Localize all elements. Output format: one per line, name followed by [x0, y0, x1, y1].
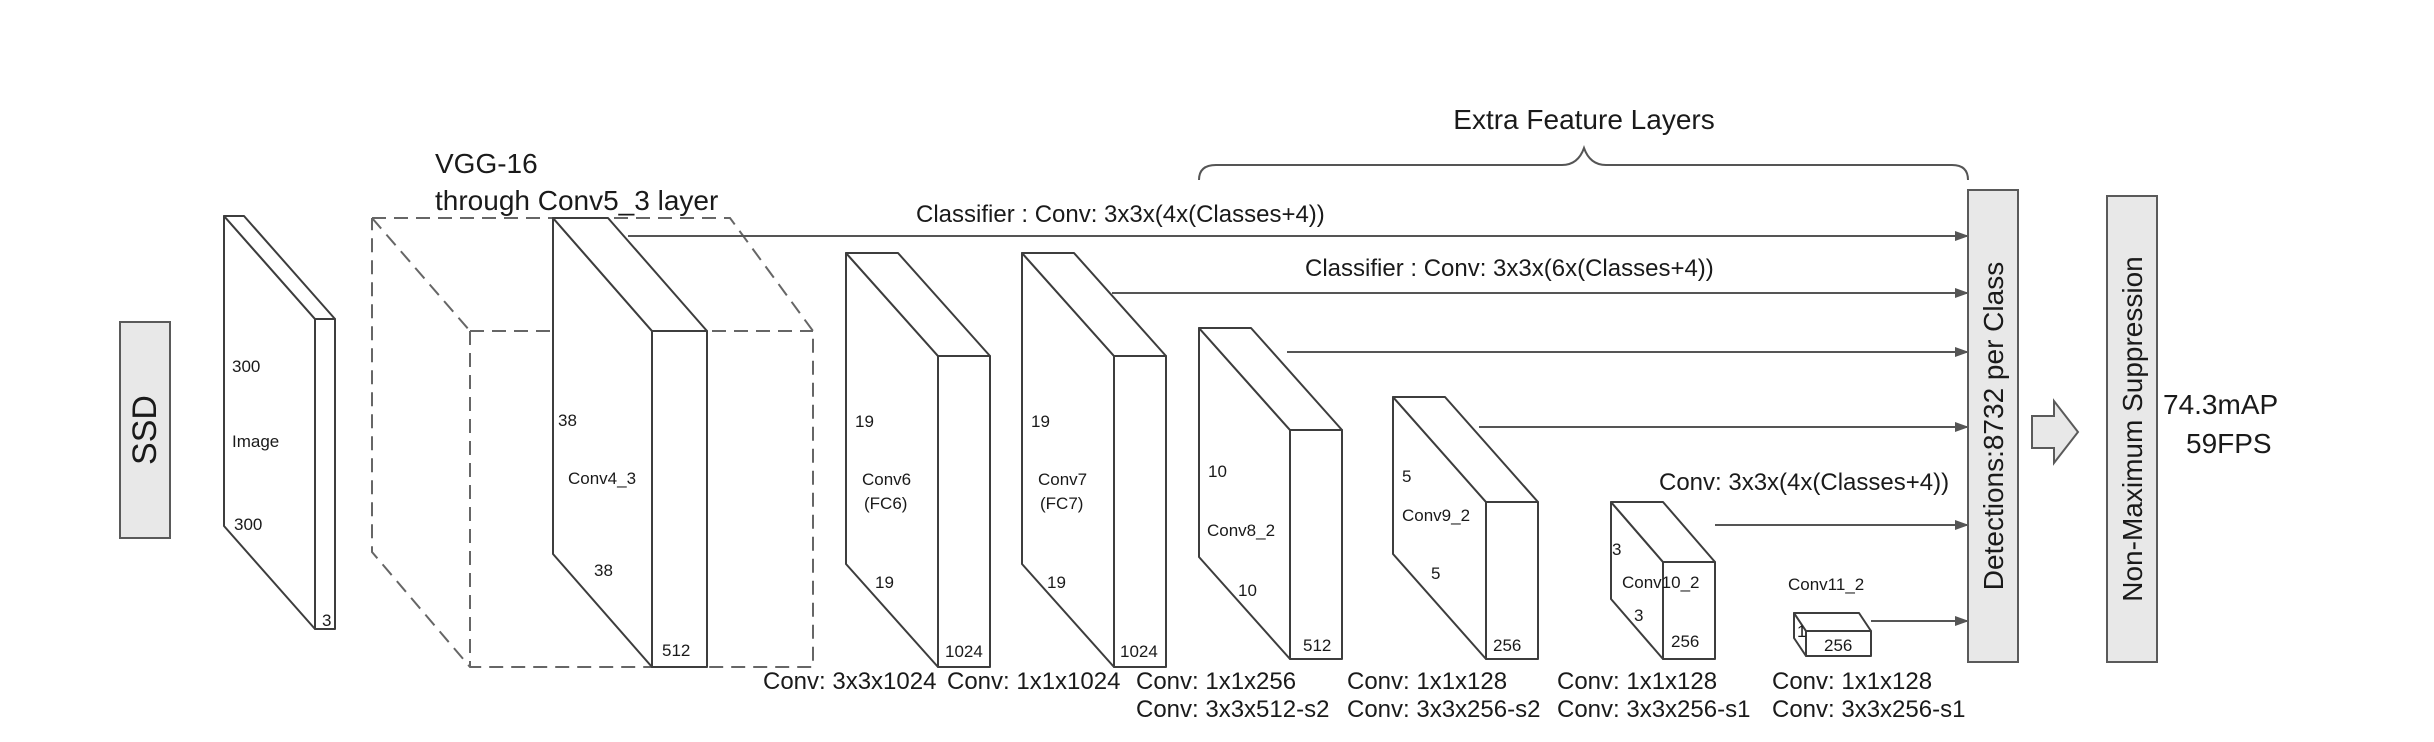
conv7-subname-label: (FC7) [1040, 494, 1083, 513]
extra-feature-layers-title: Extra Feature Layers [1453, 104, 1714, 135]
conv7-block: 19 Conv7 (FC7) 19 1024 [1021, 252, 1167, 668]
conv6-name-label: Conv6 [862, 470, 911, 489]
conv9-2-height-label: 5 [1402, 467, 1411, 486]
conv8-2-width-label: 10 [1238, 581, 1257, 600]
conv8-caption-line2: Conv: 3x3x512-s2 [1136, 696, 1329, 723]
extra-feature-brace [1198, 144, 1969, 181]
conv9-caption-line2: Conv: 3x3x256-s2 [1347, 696, 1540, 723]
conv8-2-channels-label: 512 [1303, 636, 1331, 655]
conv6-width-label: 19 [875, 573, 894, 592]
conv8-2-label: Conv8_2 [1207, 521, 1275, 540]
conv10-caption-line1: Conv: 1x1x128 [1557, 668, 1717, 695]
vgg-title-line2: through Conv5_3 layer [435, 185, 718, 216]
conv10-2-height-label: 3 [1612, 540, 1621, 559]
conv9-2-label: Conv9_2 [1402, 506, 1470, 525]
detections-label: Detections:8732 per Class [1978, 262, 2009, 590]
conv7-width-label: 19 [1047, 573, 1066, 592]
conv7-name-label: Conv7 [1038, 470, 1087, 489]
conv11-caption-line1: Conv: 1x1x128 [1772, 668, 1932, 695]
nms-box: Non-Maximum Suppression [2106, 195, 2158, 663]
classifier-label-1: Classifier : Conv: 3x3x(4x(Classes+4)) [916, 201, 1325, 228]
image-height-label: 300 [232, 357, 260, 376]
conv11-2-channels-label: 256 [1824, 636, 1852, 655]
conv4-3-channels-label: 512 [662, 641, 690, 660]
input-image-block: 300 Image 300 3 [223, 215, 336, 630]
classifier-arrows [628, 231, 1969, 626]
vgg16-dashed-block [371, 217, 814, 668]
conv10-caption-line2: Conv: 3x3x256-s1 [1557, 696, 1750, 723]
conv7-caption: Conv: 1x1x1024 [947, 668, 1120, 695]
conv11-2-label: Conv11_2 [1788, 575, 1864, 594]
block-arrow-right [2031, 398, 2080, 466]
conv6-caption: Conv: 3x3x1024 [763, 668, 936, 695]
ssd-label-box: SSD [119, 321, 171, 539]
conv9-2-channels-label: 256 [1493, 636, 1521, 655]
conv8-2-height-label: 10 [1208, 462, 1227, 481]
conv6-subname-label: (FC6) [864, 494, 907, 513]
conv4-3-height-label: 38 [558, 411, 577, 430]
conv9-caption-line1: Conv: 1x1x128 [1347, 668, 1507, 695]
conv9-2-width-label: 5 [1431, 564, 1440, 583]
conv11-2-height-label: 1 [1797, 622, 1806, 641]
conv10-2-channels-label: 256 [1671, 632, 1699, 651]
conv4-3-block: 38 Conv4_3 38 512 [552, 217, 708, 668]
conv10-2-label: Conv10_2 [1622, 573, 1700, 592]
conv7-height-label: 19 [1031, 412, 1050, 431]
conv4-3-label: Conv4_3 [568, 469, 636, 488]
vgg-title-line1: VGG-16 [435, 148, 538, 179]
conv6-height-label: 19 [855, 412, 874, 431]
image-label: Image [232, 432, 279, 451]
result-fps: 59FPS [2186, 428, 2272, 459]
conv6-block: 19 Conv6 (FC6) 19 1024 [845, 252, 991, 668]
conv9-2-block: 5 Conv9_2 5 256 [1392, 396, 1539, 660]
result-map: 74.3mAP [2163, 389, 2278, 420]
conv11-2-block: Conv11_2 1 256 [1788, 575, 1872, 657]
detections-box: Detections:8732 per Class [1967, 189, 2019, 663]
conv8-caption-line1: Conv: 1x1x256 [1136, 668, 1296, 695]
image-channels-label: 3 [322, 611, 331, 630]
conv6-channels-label: 1024 [945, 642, 983, 661]
ssd-label: SSD [126, 395, 164, 465]
conv7-channels-label: 1024 [1120, 642, 1158, 661]
conv11-caption-line2: Conv: 3x3x256-s1 [1772, 696, 1965, 723]
nms-label: Non-Maximum Suppression [2117, 256, 2148, 601]
classifier-label-2: Classifier : Conv: 3x3x(6x(Classes+4)) [1305, 255, 1714, 282]
conv4-3-width-label: 38 [594, 561, 613, 580]
conv8-2-block: 10 Conv8_2 10 512 [1198, 327, 1343, 660]
classifier-label-3: Conv: 3x3x(4x(Classes+4)) [1659, 469, 1949, 496]
conv10-2-block: 3 Conv10_2 3 256 [1610, 501, 1716, 660]
image-width-label: 300 [234, 515, 262, 534]
conv10-2-width-label: 3 [1634, 606, 1643, 625]
